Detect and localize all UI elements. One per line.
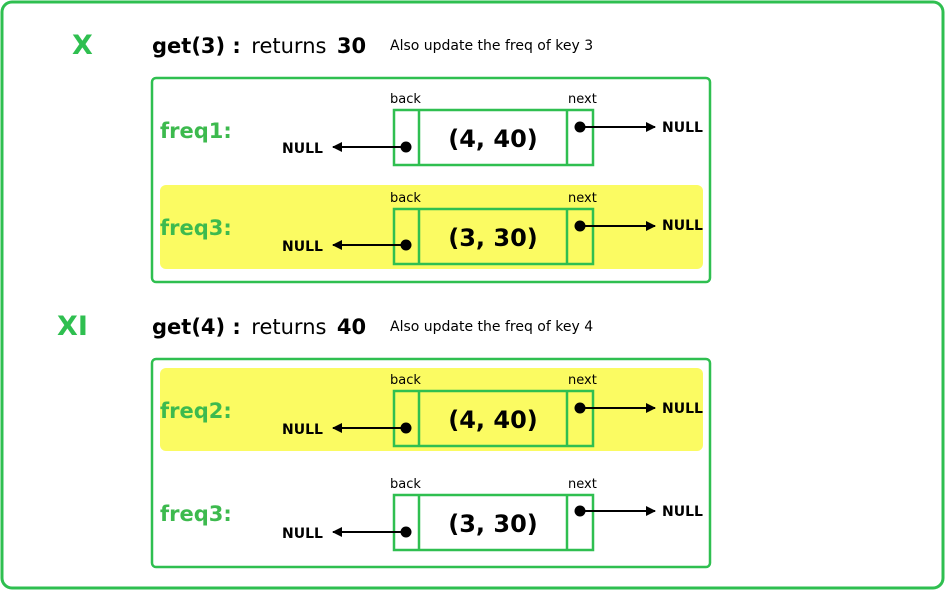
command-call: get(4) :	[152, 315, 241, 339]
frequency-row: freq3: back next (3, 30) NULL NULL	[160, 477, 703, 552]
command-returns-word: returns	[251, 34, 326, 58]
next-pointer-label: next	[568, 191, 597, 206]
frequency-row: freq3: back next (3, 30) NULL NULL	[160, 185, 703, 269]
back-pointer-label: back	[390, 477, 421, 492]
command-returns-value: 30	[337, 34, 366, 58]
back-pointer-label: back	[390, 373, 421, 388]
frequency-row: freq1: back next (4, 40) NULL NULL	[160, 92, 703, 167]
list-node: (3, 30)	[392, 207, 595, 266]
step-label: XI	[57, 311, 88, 342]
null-left: NULL	[282, 422, 323, 438]
node-key-value: (3, 30)	[448, 224, 538, 252]
step-xi: XI get(4) : returns 40 Also update the f…	[57, 311, 712, 569]
node-box	[392, 389, 595, 448]
step-command: get(3) : returns 30	[152, 34, 366, 58]
step-note: Also update the freq of key 4	[390, 319, 593, 335]
list-node: (3, 30)	[392, 493, 595, 552]
node-box	[392, 108, 595, 167]
command-returns-value: 40	[337, 315, 366, 339]
back-pointer-label: back	[390, 191, 421, 206]
null-right: NULL	[662, 504, 703, 520]
frequency-list-panel	[150, 357, 712, 569]
frequency-list-panel	[150, 76, 712, 284]
null-right: NULL	[662, 401, 703, 417]
null-left: NULL	[282, 526, 323, 542]
back-pointer-label: back	[390, 92, 421, 107]
node-box	[392, 493, 595, 552]
frequency-label: freq3:	[160, 216, 232, 240]
null-right: NULL	[662, 218, 703, 234]
node-key-value: (4, 40)	[448, 406, 538, 434]
node-box	[392, 207, 595, 266]
step-x: X get(3) : returns 30 Also update the fr…	[72, 30, 712, 284]
frequency-label: freq1:	[160, 119, 232, 143]
node-key-value: (3, 30)	[448, 510, 538, 538]
null-left: NULL	[282, 239, 323, 255]
list-node: (4, 40)	[392, 108, 595, 167]
next-pointer-label: next	[568, 92, 597, 107]
next-pointer-label: next	[568, 477, 597, 492]
command-call: get(3) :	[152, 34, 241, 58]
step-command: get(4) : returns 40	[152, 315, 366, 339]
node-key-value: (4, 40)	[448, 125, 538, 153]
step-label: X	[72, 30, 93, 61]
step-note: Also update the freq of key 3	[390, 38, 593, 54]
command-returns-word: returns	[251, 315, 326, 339]
next-pointer-label: next	[568, 373, 597, 388]
null-right: NULL	[662, 120, 703, 136]
null-left: NULL	[282, 141, 323, 157]
frequency-label: freq2:	[160, 399, 232, 423]
frequency-label: freq3:	[160, 502, 232, 526]
frequency-row: freq2: back next (4, 40) NULL NULL	[160, 368, 703, 451]
list-node: (4, 40)	[392, 389, 595, 448]
